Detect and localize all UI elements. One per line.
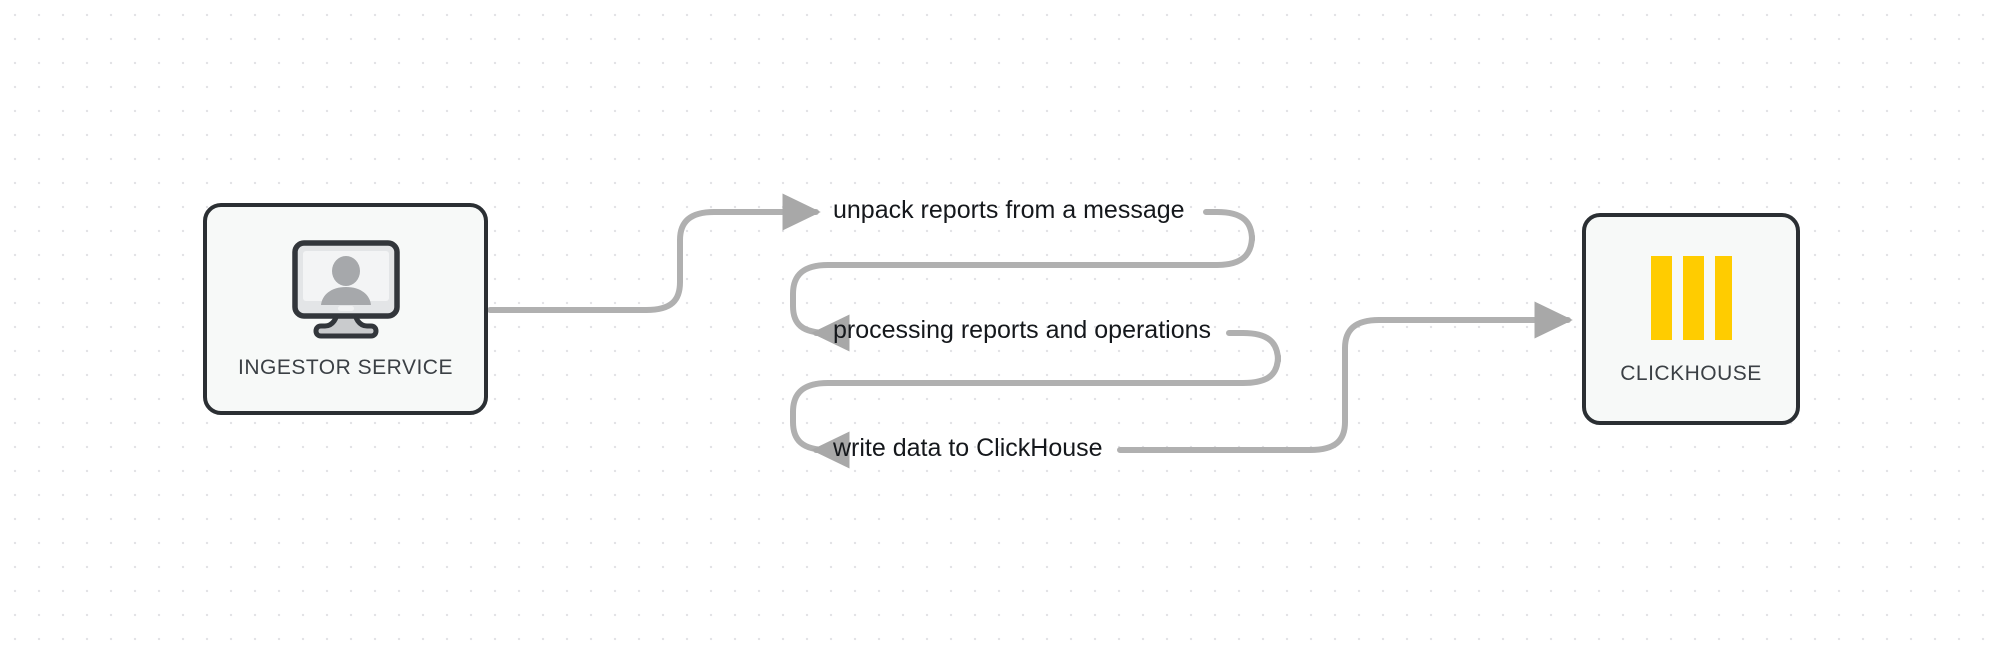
edge-label-write-data: write data to ClickHouse — [833, 434, 1103, 462]
node-clickhouse-label: CLICKHOUSE — [1620, 362, 1762, 385]
edge-segment-row2-return — [790, 330, 1281, 469]
edge-label-unpack-reports: unpack reports from a message — [833, 196, 1185, 224]
clickhouse-logo-icon — [1643, 252, 1739, 344]
edge-segment-row3-to-clickhouse — [1117, 301, 1573, 453]
node-ingestor-service-label: INGESTOR SERVICE — [238, 356, 453, 379]
node-clickhouse[interactable]: CLICKHOUSE — [1582, 213, 1800, 425]
edge-label-processing-reports: processing reports and operations — [833, 316, 1212, 344]
edge-segment-ingestor-to-row1 — [487, 193, 821, 313]
node-ingestor-service[interactable]: INGESTOR SERVICE — [203, 203, 488, 415]
monitor-user-icon — [288, 238, 404, 342]
edge-segment-row1-return — [790, 209, 1255, 352]
